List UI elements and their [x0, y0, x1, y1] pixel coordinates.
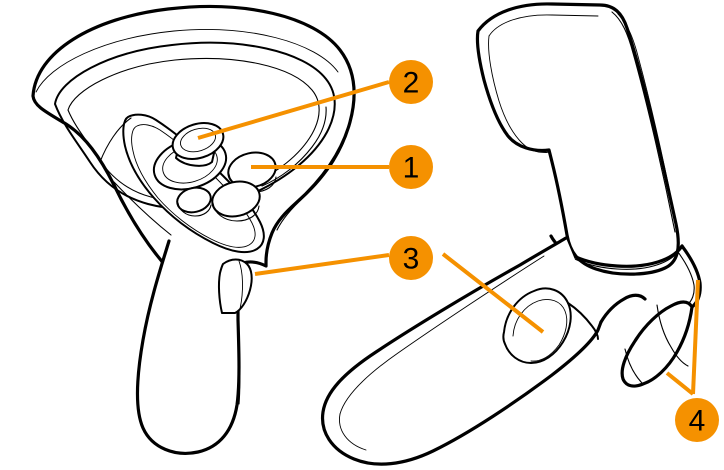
right-controller-grip-button-inner	[512, 299, 568, 362]
callout-badge-1[interactable]: 1	[389, 145, 433, 189]
left-menu-button	[176, 186, 212, 214]
left-controller-grip-button-seam	[238, 260, 243, 310]
callout-badge-1-label: 1	[403, 152, 420, 185]
left-faceplate-seam-lower	[113, 181, 172, 236]
callout-badges: 2 1 3 4	[389, 60, 719, 442]
callout-badge-4[interactable]: 4	[675, 398, 719, 442]
left-tracking-ring-inner-opening	[54, 41, 336, 210]
left-controller-handle	[135, 239, 241, 455]
callout-badge-4-circle[interactable]	[675, 398, 719, 442]
right-body-right-seam-2	[617, 13, 679, 235]
right-controller	[320, 2, 702, 466]
left-controller	[31, 4, 356, 455]
callout-badge-3[interactable]: 3	[389, 236, 433, 280]
leader-line-4-main	[691, 279, 700, 395]
right-trigger-housing	[620, 300, 694, 388]
left-menu-button-side	[177, 202, 212, 217]
right-handle-bottom-inner	[339, 413, 367, 451]
right-body-left-seam	[488, 14, 599, 37]
left-tracking-ring-right-fold	[276, 117, 352, 231]
leader-line-3-right	[441, 252, 545, 334]
left-face-button-a	[211, 180, 261, 218]
left-controller-grip-button	[217, 258, 253, 314]
right-handle-seam	[339, 255, 545, 415]
callout-badge-3-circle[interactable]	[389, 236, 433, 280]
leader-line-2	[197, 80, 390, 140]
callout-badge-2-circle[interactable]	[389, 60, 433, 104]
left-controller-handle-right-edge	[237, 305, 241, 405]
right-body-left-seam-down	[488, 35, 550, 154]
leader-line-3-left	[254, 253, 390, 276]
left-tracking-ring-right-inner-arc	[261, 106, 327, 187]
left-faceplate-seam-upper	[99, 117, 132, 163]
callout-badge-2-label: 2	[403, 67, 420, 100]
callout-badge-4-label: 4	[689, 405, 706, 438]
right-body-right-seam	[611, 11, 676, 233]
callout-badge-2[interactable]: 2	[389, 60, 433, 104]
right-ring-shoulder-inner	[677, 251, 695, 306]
callout-badge-1-circle[interactable]	[389, 145, 433, 189]
leader-line-4-branch	[665, 371, 695, 396]
right-trigger-seam	[656, 304, 689, 367]
right-controller-handle	[320, 236, 603, 466]
right-trigger-seam-2	[624, 348, 644, 385]
left-tracking-ring-top-seam	[35, 29, 339, 93]
left-tracking-ring-inner-rim	[67, 57, 320, 202]
callout-leaders	[197, 80, 700, 396]
left-face-button-a-side	[212, 202, 260, 222]
right-grip-button-lip	[567, 302, 599, 340]
right-controller-body-shell	[475, 2, 680, 276]
callout-badge-3-label: 3	[403, 243, 420, 276]
right-handle-rear-edge	[599, 293, 647, 324]
